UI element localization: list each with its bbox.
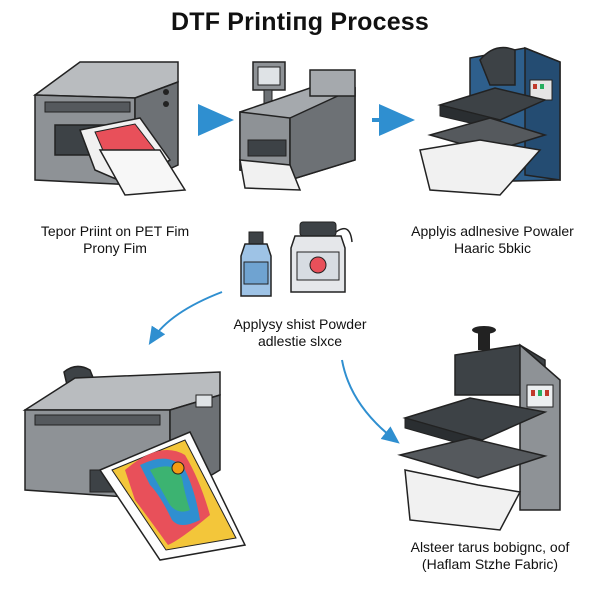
step-4-line-1: Alsteer tarus bobignc, oof [410,539,570,555]
flow-arrow-3 [148,291,223,346]
step-3-caption: Applysy shist Powder adlestie slxce [200,316,400,350]
step-1-line-1: Tepor Priint on PET Fim [40,223,190,239]
step-4-caption: Alsteer tarus bobignc, oof (Haflam Stzhe… [385,539,595,573]
step-2-line-2: Haaric 5bkic [453,240,532,256]
flow-arrow-4 [341,359,400,444]
step-1-caption: Tepor Priint on PET Fim Prony Fim [15,223,215,257]
step-3-line-2: adlestie slxce [257,333,343,349]
step-2-line-1: Applyis adlnesive Powaler [411,223,574,239]
dtf-printer-icon [32,61,187,196]
heat-press-icon [397,326,561,531]
step-3-line-1: Applysy shist Powder [233,316,367,332]
step-1-line-2: Prony Fim [83,240,147,256]
powder-bottle-icon [240,231,272,297]
blue-heat-press-icon [419,46,561,196]
powder-jar-icon [290,221,353,293]
step-2-caption: Applyis adlnesive Powaler Haaric 5bkic [390,223,595,257]
diagram-title: DTF Printiпg Process [170,8,430,36]
wide-format-printer-icon [22,365,247,561]
step-4-line-2: (Haflam Stzhe Fabric) [421,556,559,572]
powder-shaker-icon [239,61,356,191]
